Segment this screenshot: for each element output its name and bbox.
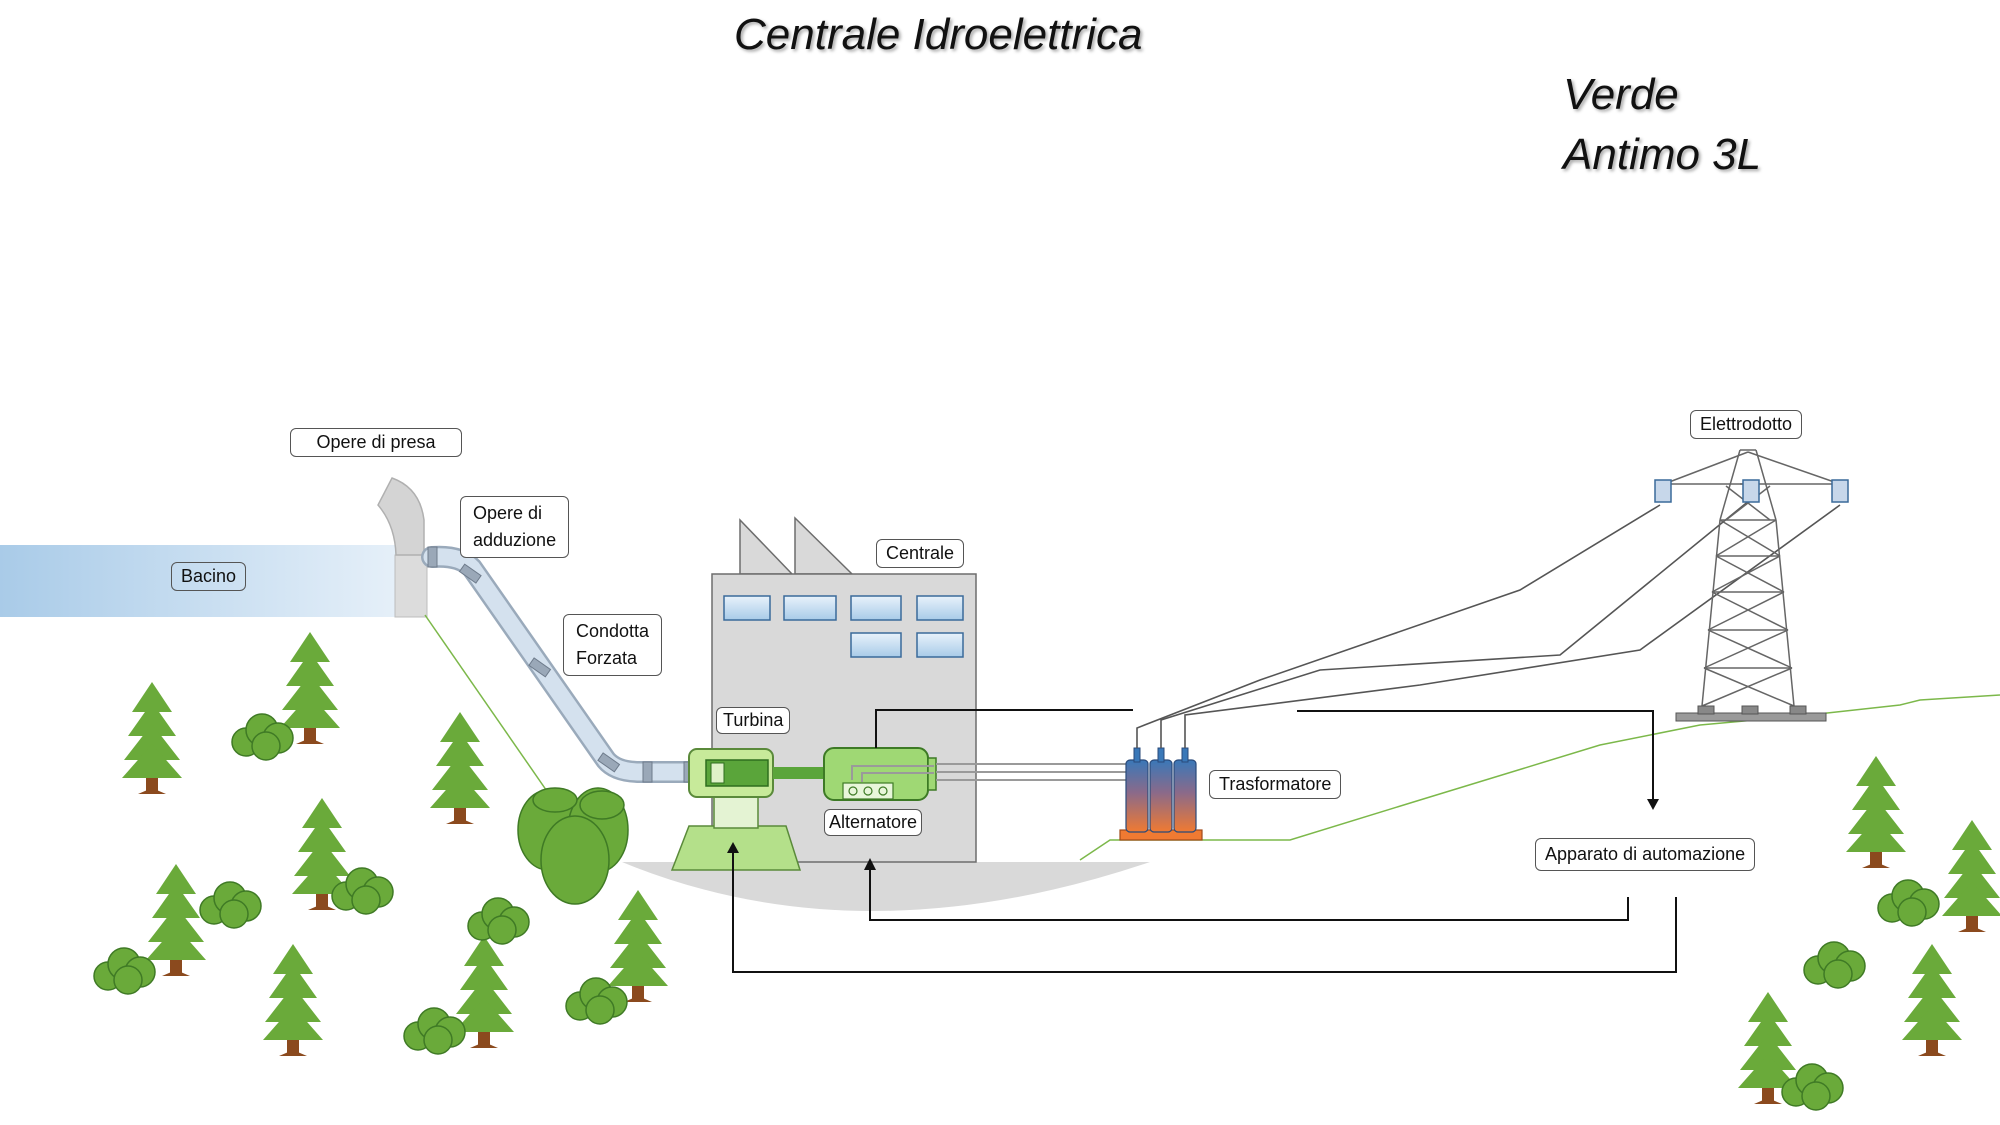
tree: [146, 864, 206, 976]
insulator: [1654, 479, 1672, 503]
window: [723, 595, 771, 621]
bush: [199, 881, 262, 929]
hillside-line: [424, 614, 561, 811]
tree: [430, 712, 490, 824]
tree: [122, 682, 182, 794]
label-bacino: Bacino: [171, 562, 247, 592]
label-elettrodotto: Elettrodotto: [1690, 410, 1803, 440]
tree: [1846, 756, 1906, 868]
label-condotta-line2: Forzata: [576, 648, 638, 668]
plant-ground: [622, 862, 1150, 911]
insulator: [1742, 479, 1760, 503]
label-opere-adduzione-line1: Opere di: [473, 503, 543, 523]
label-opere-adduzione: Opere di adduzione: [460, 496, 570, 558]
tree: [1942, 820, 2000, 932]
bush: [93, 947, 156, 995]
tower-footing: [1789, 705, 1807, 715]
insulator: [1831, 479, 1849, 503]
pipe-joint: [427, 546, 438, 568]
transformer-unit: [1173, 759, 1197, 833]
arrow-up-alternator: [864, 858, 876, 870]
turbine-column: [713, 795, 759, 829]
tree: [1902, 944, 1962, 1056]
pipe-joint: [597, 752, 621, 773]
window: [850, 632, 902, 658]
arrow-down-automation: [1647, 799, 1659, 810]
transformer-unit: [1125, 759, 1149, 833]
label-turbina: Turbina: [716, 707, 791, 735]
window: [916, 595, 964, 621]
label-apparato-automazione: Apparato di automazione: [1535, 838, 1756, 872]
bush: [467, 897, 530, 945]
label-trasformatore: Trasformatore: [1209, 770, 1342, 800]
label-condotta-forzata: Condotta Forzata: [563, 614, 663, 676]
page-title: Centrale Idroelettrica: [734, 10, 1143, 59]
bush: [1781, 1063, 1844, 1111]
large-bush: [517, 787, 629, 905]
transmission-lines: [1136, 499, 1841, 748]
shaft: [773, 767, 826, 779]
dam-wall: [394, 554, 428, 618]
author-class: Antimo 3L: [1563, 130, 1762, 179]
tree: [263, 944, 323, 1056]
arrow-up-turbine: [727, 842, 739, 853]
tree: [608, 890, 668, 1002]
reservoir-water: [0, 545, 400, 617]
bush: [231, 713, 294, 761]
transmission-tower: [1663, 449, 1841, 707]
turbine-window: [710, 762, 725, 784]
transformer-unit: [1149, 759, 1173, 833]
window: [916, 632, 964, 658]
label-condotta-line1: Condotta: [576, 621, 650, 641]
alternator-panel: [842, 782, 894, 800]
bush: [1803, 941, 1866, 989]
tower-footing: [1697, 705, 1715, 715]
pipe-joint: [642, 761, 653, 783]
pipe-joint: [528, 657, 552, 678]
bush: [1877, 879, 1940, 927]
window: [783, 595, 837, 621]
control-lines: [732, 709, 1677, 973]
label-opere-adduzione-line2: adduzione: [473, 530, 557, 550]
roof-sawtooth: [794, 516, 854, 575]
tower-footing: [1741, 705, 1759, 715]
roof-sawtooth: [739, 518, 794, 575]
label-centrale: Centrale: [876, 539, 965, 569]
window: [850, 595, 902, 621]
bush: [403, 1007, 466, 1055]
author-name: Verde: [1563, 70, 1679, 119]
pipe-joint: [458, 563, 482, 584]
label-opere-presa: Opere di presa: [290, 428, 462, 458]
intake-hood: [377, 477, 425, 556]
label-alternatore: Alternatore: [824, 809, 923, 837]
cables-alternator-transformer: [851, 763, 1128, 782]
